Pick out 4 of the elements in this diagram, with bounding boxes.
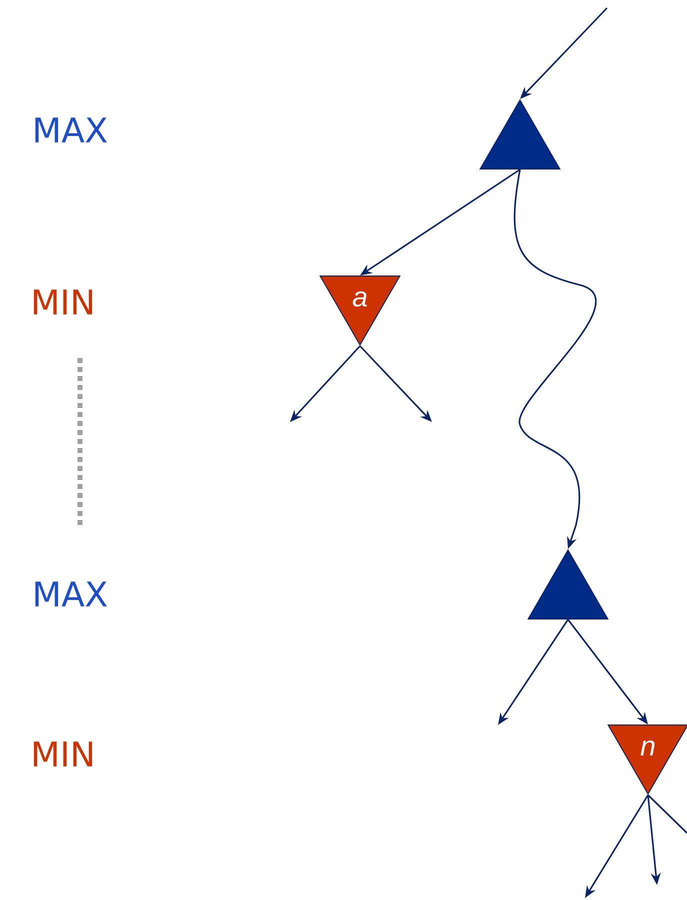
level-label: MIN [34, 742, 92, 766]
level-label: MAX [35, 118, 107, 142]
level-label: MIN [34, 290, 92, 314]
level-label: MAX [35, 582, 107, 606]
